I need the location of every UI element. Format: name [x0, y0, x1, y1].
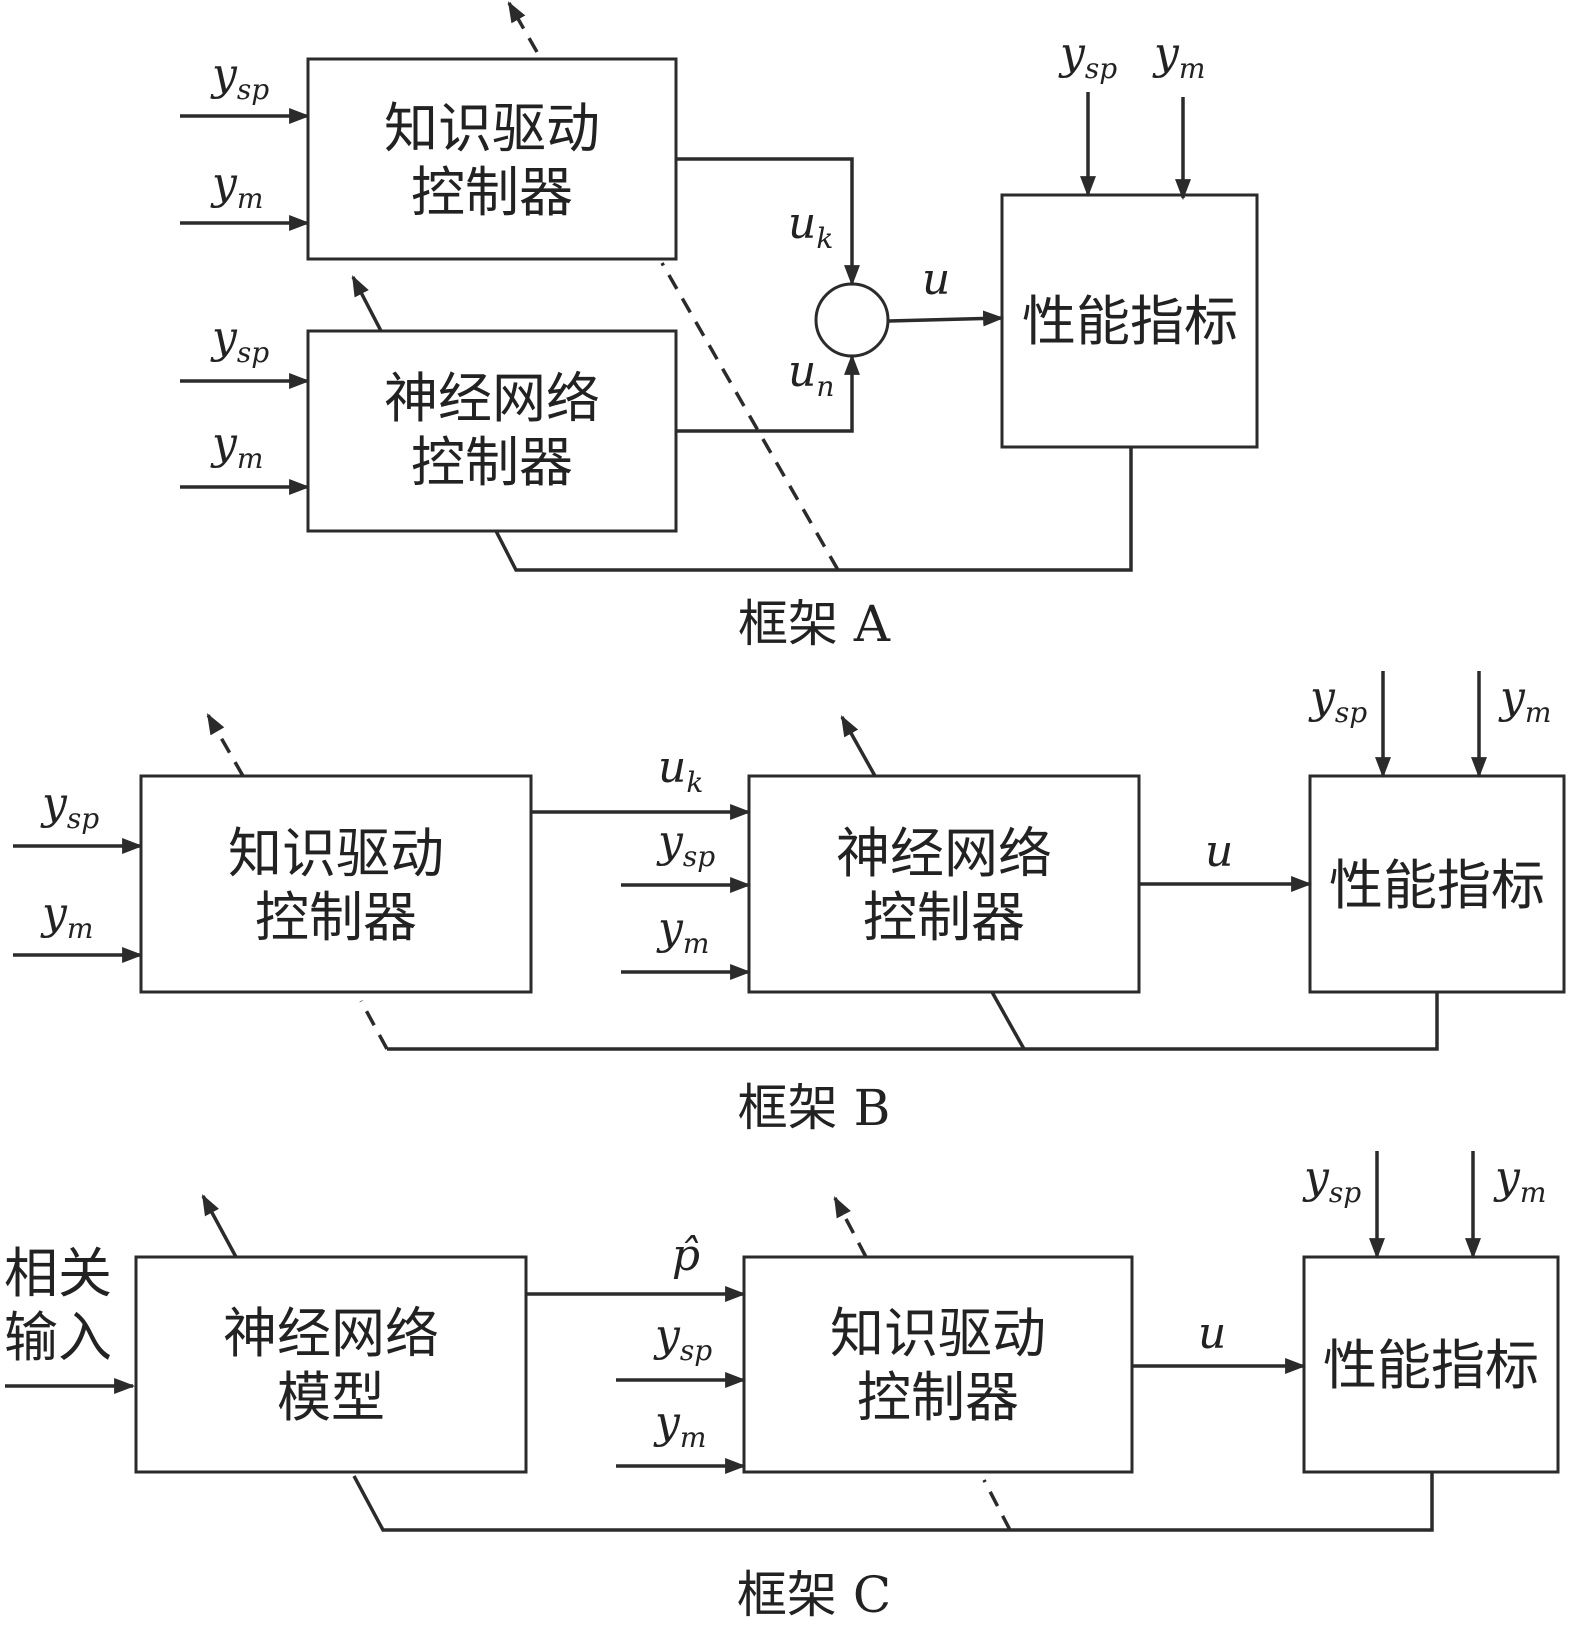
nn-controller-label: 控制器 — [863, 886, 1025, 949]
knowledge-controller-label: 控制器 — [255, 886, 417, 949]
caption-framework-a: 框架 A — [738, 595, 891, 653]
signal-label-u: u — [922, 254, 950, 305]
signal-label-p-hat: p̂ — [672, 1230, 700, 1281]
feedback-dashed — [982, 1479, 1012, 1531]
signal-label-ym: ym — [1493, 1152, 1546, 1209]
feedback-line — [494, 447, 1133, 572]
knowledge-controller-box — [306, 57, 678, 261]
performance-index-box — [1000, 193, 1259, 449]
signal-label-uk: uk — [658, 742, 703, 799]
nn-model-label: 神经网络 — [223, 1302, 439, 1365]
caption-framework-b: 框架 B — [738, 1079, 891, 1137]
nn-controller-box — [747, 774, 1141, 994]
framework-c: 神经网络 模型 知识驱动 控制器 性能指标 相关 输入 p̂ ysp ym u … — [4, 1151, 1560, 1624]
nn-model-box — [134, 1255, 528, 1474]
feedback-line — [352, 1472, 1434, 1532]
signal-label-ym: ym — [40, 888, 93, 945]
knowledge-controller-label: 控制器 — [411, 161, 573, 224]
signal-label-ysp: ysp — [653, 1310, 712, 1367]
performance-index-label: 性能指标 — [1323, 1334, 1539, 1397]
un-line — [676, 353, 860, 433]
knowledge-controller-label: 控制器 — [857, 1366, 1019, 1429]
signal-label-ym: ym — [210, 158, 263, 215]
signal-label-ysp: ysp — [210, 312, 269, 369]
dashed-update-arrow — [507, 1, 539, 53]
signal-label-u: u — [1205, 826, 1233, 877]
signal-label-ysp: ysp — [656, 816, 715, 873]
signal-label-ysp: ysp — [1308, 672, 1367, 729]
signal-label-ym: ym — [1152, 28, 1205, 85]
signal-label-ym: ym — [653, 1397, 706, 1454]
feedback-dashed — [660, 262, 840, 571]
dashed-update-arrow — [206, 713, 245, 777]
framework-b: 知识驱动 控制器 神经网络 控制器 性能指标 ysp ym uk ysp ym … — [13, 671, 1566, 1137]
uk-line — [676, 157, 860, 287]
knowledge-controller-box — [139, 774, 533, 994]
nn-controller-label: 控制器 — [411, 431, 573, 494]
update-arrow — [201, 1194, 238, 1258]
signal-label-ym: ym — [210, 418, 263, 475]
update-arrow — [351, 275, 383, 332]
performance-index-box — [1302, 1255, 1560, 1474]
u-line — [887, 310, 1005, 327]
signal-label-uk: uk — [788, 198, 833, 255]
feedback-line — [387, 992, 1439, 1051]
signal-label-ysp: ysp — [1058, 28, 1117, 85]
update-arrow — [840, 715, 877, 777]
knowledge-controller-label: 知识驱动 — [228, 822, 444, 885]
signal-label-ym: ym — [656, 903, 709, 960]
related-input-label: 相关 — [4, 1242, 112, 1305]
knowledge-controller-box — [742, 1255, 1134, 1474]
signal-label-ysp: ysp — [210, 49, 269, 106]
related-input-label: 输入 — [4, 1306, 112, 1369]
signal-label-u: u — [1198, 1308, 1226, 1359]
summing-junction — [814, 282, 890, 358]
performance-index-label: 性能指标 — [1022, 290, 1238, 353]
caption-framework-c: 框架 C — [737, 1566, 891, 1624]
performance-index-box — [1308, 774, 1566, 994]
framework-a: 知识驱动 控制器 神经网络 控制器 性能指标 ysp ym ysp ym uk … — [180, 1, 1259, 653]
feedback-branch — [990, 991, 1026, 1050]
nn-controller-label: 神经网络 — [384, 367, 600, 430]
signal-label-ysp: ysp — [40, 778, 99, 835]
signal-label-ym: ym — [1498, 672, 1551, 729]
nn-model-label: 模型 — [277, 1366, 385, 1429]
nn-controller-label: 神经网络 — [836, 822, 1052, 885]
dashed-update-arrow — [833, 1196, 868, 1258]
performance-index-label: 性能指标 — [1329, 854, 1545, 917]
signal-label-un: un — [788, 346, 834, 403]
signal-label-ysp: ysp — [1302, 1152, 1361, 1209]
nn-controller-box — [306, 329, 678, 533]
knowledge-controller-label: 知识驱动 — [830, 1302, 1046, 1365]
knowledge-controller-label: 知识驱动 — [384, 97, 600, 160]
feedback-dashed — [359, 1000, 389, 1050]
